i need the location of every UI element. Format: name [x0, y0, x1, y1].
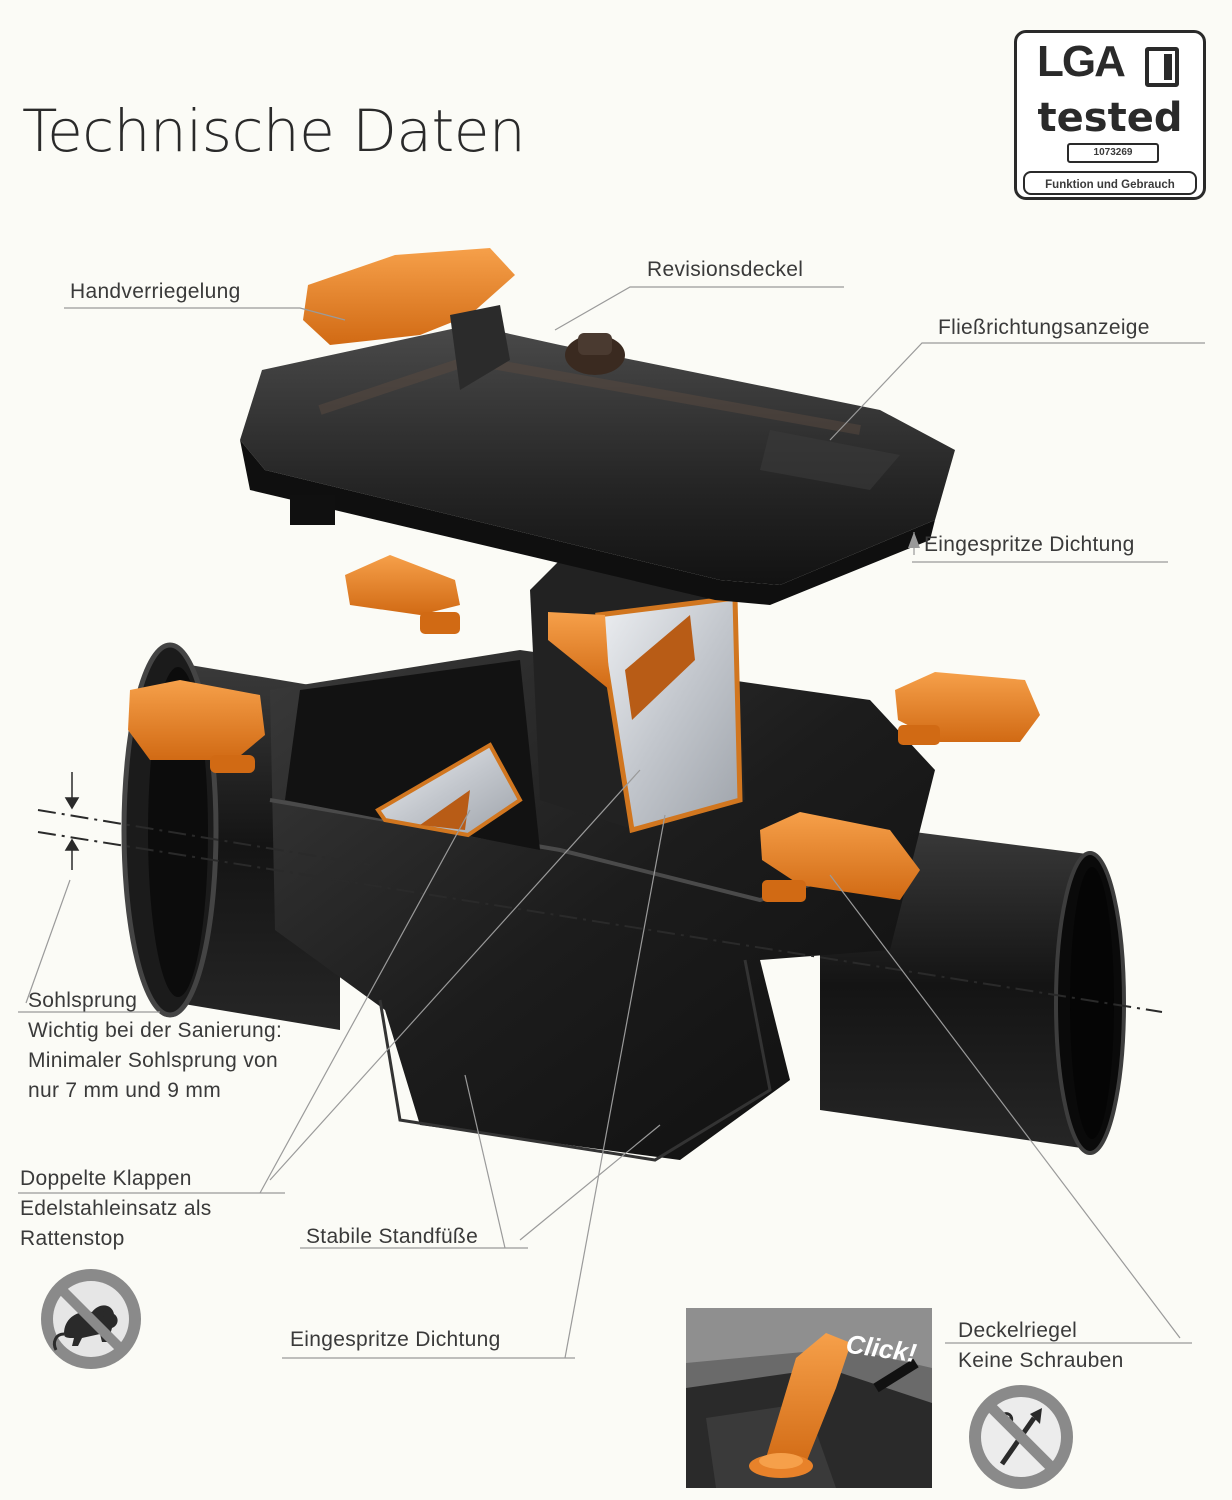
flaps-line: Rattenstop	[20, 1227, 125, 1250]
latch-inset-photo: Click!	[686, 1308, 932, 1488]
invert-step-arrows	[64, 772, 80, 870]
flaps-line: Edelstahleinsatz als	[20, 1197, 212, 1220]
tools-prohibited-icon	[969, 1385, 1073, 1489]
latch-left-rear	[345, 555, 460, 634]
lga-brand: LGA	[1037, 37, 1126, 86]
label-gasket-top: Eingespritze Dichtung	[924, 533, 1135, 556]
rat-prohibited-icon	[41, 1269, 141, 1369]
invert-centerlines	[37, 809, 1163, 1013]
invert-step-line: Wichtig bei der Sanierung:	[28, 1019, 283, 1042]
invert-step-line: Minimaler Sohlsprung von	[28, 1049, 278, 1072]
leader-lines	[18, 286, 1205, 1359]
lga-tested-seal: LGA tested 1073269 Funktion und Gebrauch	[1014, 30, 1206, 200]
label-invert-step: Sohlsprung Wichtig bei der Sanierung: Mi…	[28, 986, 282, 1106]
cover-latch-line: Keine Schrauben	[958, 1349, 1124, 1372]
flaps-line: Doppelte Klappen	[20, 1167, 192, 1190]
label-revision-cover: Revisionsdeckel	[647, 258, 804, 281]
page-title: Technische Daten	[22, 97, 526, 165]
gasket-arrow-icon	[908, 532, 920, 548]
hand-lock-lever	[303, 248, 515, 390]
label-flow-direction: Fließrichtungsanzeige	[938, 316, 1150, 339]
label-double-flaps: Doppelte Klappen Edelstahleinsatz als Ra…	[20, 1164, 212, 1254]
latch-right-front	[760, 812, 920, 902]
revision-cover	[240, 325, 955, 605]
invert-step-title: Sohlsprung	[28, 989, 138, 1012]
cover-latch-line: Deckelriegel	[958, 1319, 1078, 1342]
latch-right-rear	[895, 672, 1040, 745]
lga-status: tested	[1037, 95, 1183, 141]
label-stable-feet: Stabile Standfüße	[306, 1225, 479, 1248]
double-flaps	[375, 555, 745, 838]
label-hand-lock: Handverriegelung	[70, 280, 241, 303]
label-gasket-bottom: Eingespritze Dichtung	[290, 1328, 501, 1351]
latch-left-front	[128, 680, 265, 773]
lga-logo-mark-icon	[1145, 47, 1179, 87]
invert-step-line: nur 7 mm und 9 mm	[28, 1079, 221, 1102]
label-cover-latch: Deckelriegel Keine Schrauben	[958, 1316, 1124, 1376]
lga-certificate-number: 1073269	[1067, 143, 1159, 163]
lga-caption: Funktion und Gebrauch	[1023, 171, 1197, 195]
